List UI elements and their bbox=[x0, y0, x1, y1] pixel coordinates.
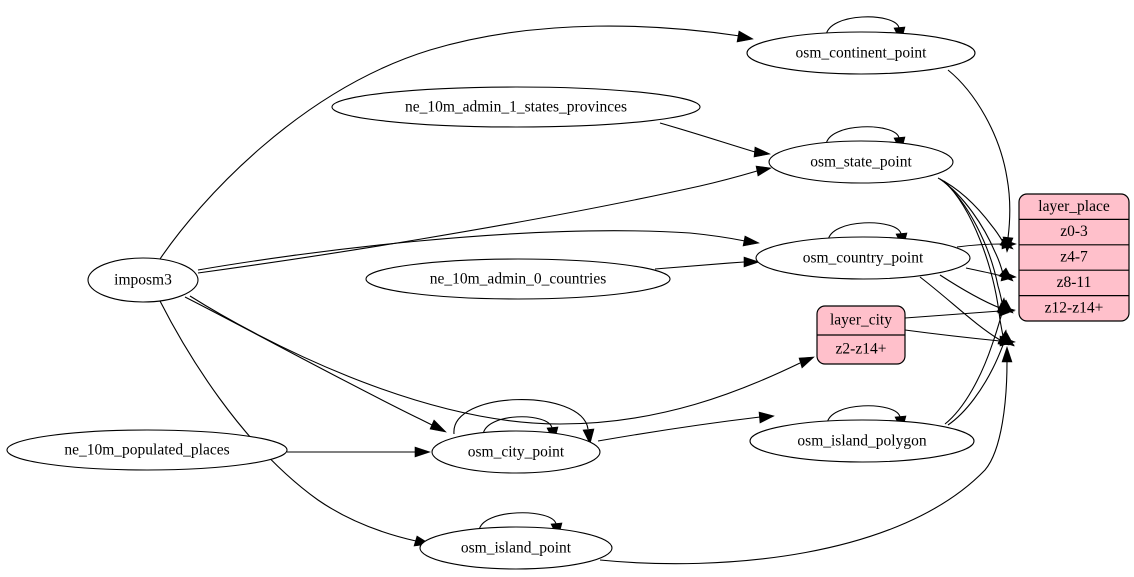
node-shape-osm-state-point[interactable] bbox=[768, 140, 954, 184]
edge-imposm3-to-osm-island-point bbox=[159, 300, 417, 542]
node-layer: imposm3 ne_10m_admin_1_states_provinces … bbox=[6, 31, 976, 570]
edge-osm-island-polygon-to-layer-place-z8-11 bbox=[944, 312, 1003, 425]
record-box-layer-place[interactable] bbox=[1018, 193, 1130, 322]
edge-osm-city-point-to-osm-island-polygon bbox=[597, 416, 761, 442]
edge-osm-country-point-to-layer-place-z12-z14 bbox=[919, 276, 1001, 341]
edge-imposm3-to-osm-country-point bbox=[197, 230, 746, 271]
arrowhead-country-z03 bbox=[1001, 238, 1017, 250]
arrowhead-imposm3-layercity bbox=[798, 356, 815, 369]
record-row-layer-place-header: layer_place bbox=[1038, 198, 1110, 215]
record-row-layer-city-z2-z14[interactable]: z2-z14+ bbox=[836, 341, 887, 358]
node-ne-10m-populated-places[interactable]: ne_10m_populated_places bbox=[6, 429, 288, 471]
node-shape-osm-island-point[interactable] bbox=[419, 526, 613, 570]
edge-osm-country-point-to-layer-place-z4-7 bbox=[965, 267, 1003, 277]
edge-self-loop-osm-island-polygon bbox=[826, 405, 901, 425]
node-ne-10m-admin-0-countries[interactable]: ne_10m_admin_0_countries bbox=[365, 258, 671, 300]
node-shape-ne-10m-populated-places[interactable] bbox=[6, 429, 288, 471]
node-osm-continent-point[interactable]: osm_continent_point bbox=[746, 31, 976, 75]
node-osm-city-point[interactable]: osm_city_point bbox=[431, 430, 601, 474]
node-shape-imposm3[interactable] bbox=[87, 257, 199, 303]
record-node-layer-city[interactable]: layer_city z2-z14+ bbox=[816, 305, 906, 365]
node-label-ne-10m-admin-0-countries: ne_10m_admin_0_countries bbox=[430, 271, 607, 288]
node-shape-ne-10m-admin-1-states-provinces[interactable] bbox=[331, 86, 701, 128]
arrowhead-ne-populated-city bbox=[414, 446, 431, 458]
arrowhead-imposm3-state bbox=[755, 165, 772, 177]
edge-self-loop-osm-city-point bbox=[482, 416, 553, 436]
record-node-layer-place[interactable]: layer_place z0-3 z4-7 z8-11 z12-z14+ bbox=[1018, 193, 1130, 322]
node-osm-island-polygon[interactable]: osm_island_polygon bbox=[749, 419, 975, 463]
node-label-osm-city-point: osm_city_point bbox=[468, 444, 565, 461]
edge-arc-into-osm-city-point bbox=[453, 399, 589, 435]
edge-imposm3-to-osm-state-point bbox=[197, 170, 758, 274]
arrowhead-islandpoly-z811 bbox=[996, 297, 1009, 314]
node-osm-country-point[interactable]: osm_country_point bbox=[755, 236, 971, 280]
edge-osm-country-point-to-layer-place-z0-3 bbox=[956, 243, 1003, 248]
edge-osm-state-point-to-layer-place-z8-11 bbox=[941, 179, 1004, 308]
edge-ne-countries-to-osm-country-point bbox=[654, 261, 745, 270]
arrowhead-islandpoint-z12 bbox=[1001, 346, 1013, 363]
record-node-layer: layer_place z0-3 z4-7 z8-11 z12-z14+ lay… bbox=[816, 193, 1130, 365]
edge-layer-city-to-layer-place-z8-11 bbox=[904, 310, 1001, 319]
edge-self-loop-osm-island-point bbox=[478, 512, 557, 532]
edge-layer-city-to-layer-place-z12-z14 bbox=[904, 329, 1001, 342]
record-row-layer-place-z8-11[interactable]: z8-11 bbox=[1057, 274, 1092, 291]
edge-osm-island-polygon-to-layer-place-z12-z14 bbox=[947, 344, 1004, 426]
arrowhead-imposm3-country bbox=[742, 235, 760, 247]
edge-osm-continent-point-to-layer-place-z0-3 bbox=[947, 69, 1011, 239]
node-label-ne-10m-admin-1-states-provinces: ne_10m_admin_1_states_provinces bbox=[405, 99, 627, 116]
node-shape-osm-island-polygon[interactable] bbox=[749, 419, 975, 463]
arrowhead-country-z47 bbox=[1000, 270, 1017, 282]
node-shape-osm-continent-point[interactable] bbox=[746, 31, 976, 75]
edge-osm-country-point-to-layer-place-z8-11 bbox=[939, 274, 1001, 309]
edge-self-loop-osm-state-point bbox=[825, 126, 900, 146]
arrowhead-arc-city bbox=[582, 428, 595, 445]
arrowhead-ne-countries-country bbox=[743, 256, 760, 268]
edge-imposm3-to-osm-city-point bbox=[184, 296, 433, 426]
record-row-layer-place-z4-7[interactable]: z4-7 bbox=[1060, 249, 1088, 266]
edge-imposm3-to-osm-continent-point bbox=[159, 25, 741, 260]
arrowhead-imposm3-city bbox=[429, 419, 447, 433]
arrowhead-islandpoly-z12 bbox=[997, 329, 1010, 346]
record-row-layer-city-header: layer_city bbox=[830, 312, 892, 329]
edge-osm-island-point-to-layer-place-z12-z14 bbox=[599, 361, 1008, 565]
node-shape-ne-10m-admin-0-countries[interactable] bbox=[365, 258, 671, 300]
node-ne-10m-admin-1-states-provinces[interactable]: ne_10m_admin_1_states_provinces bbox=[331, 86, 701, 128]
edge-osm-state-point-to-layer-place-z4-7 bbox=[939, 178, 1004, 275]
node-imposm3[interactable]: imposm3 bbox=[87, 257, 199, 303]
node-label-ne-10m-populated-places: ne_10m_populated_places bbox=[64, 442, 229, 459]
node-label-osm-island-polygon: osm_island_polygon bbox=[797, 433, 926, 450]
node-label-imposm3: imposm3 bbox=[114, 272, 172, 289]
node-label-osm-island-point: osm_island_point bbox=[461, 540, 572, 557]
edge-self-loop-osm-country-point bbox=[827, 222, 902, 242]
node-label-osm-state-point: osm_state_point bbox=[810, 154, 912, 171]
node-label-osm-country-point: osm_country_point bbox=[803, 250, 924, 267]
node-label-osm-continent-point: osm_continent_point bbox=[796, 45, 928, 62]
edge-ne-states-to-osm-state-point bbox=[659, 122, 756, 153]
edge-osm-state-point-to-layer-place-z0-3 bbox=[937, 177, 1004, 243]
edge-imposm3-to-layer-city bbox=[189, 295, 801, 425]
node-osm-state-point[interactable]: osm_state_point bbox=[768, 140, 954, 184]
edge-self-loop-osm-continent-point bbox=[825, 16, 900, 37]
record-row-layer-place-z0-3[interactable]: z0-3 bbox=[1060, 223, 1088, 240]
arrowhead-ne-states-state bbox=[753, 146, 771, 158]
arrowhead-city-islandpoly bbox=[758, 411, 775, 424]
record-row-layer-place-z12-z14[interactable]: z12-z14+ bbox=[1045, 300, 1104, 317]
node-osm-island-point[interactable]: osm_island_point bbox=[419, 526, 613, 570]
edge-layer bbox=[159, 16, 1017, 565]
arrowhead-imposm3-continent bbox=[736, 30, 754, 43]
node-shape-osm-city-point[interactable] bbox=[431, 430, 601, 474]
node-shape-osm-country-point[interactable] bbox=[755, 236, 971, 280]
